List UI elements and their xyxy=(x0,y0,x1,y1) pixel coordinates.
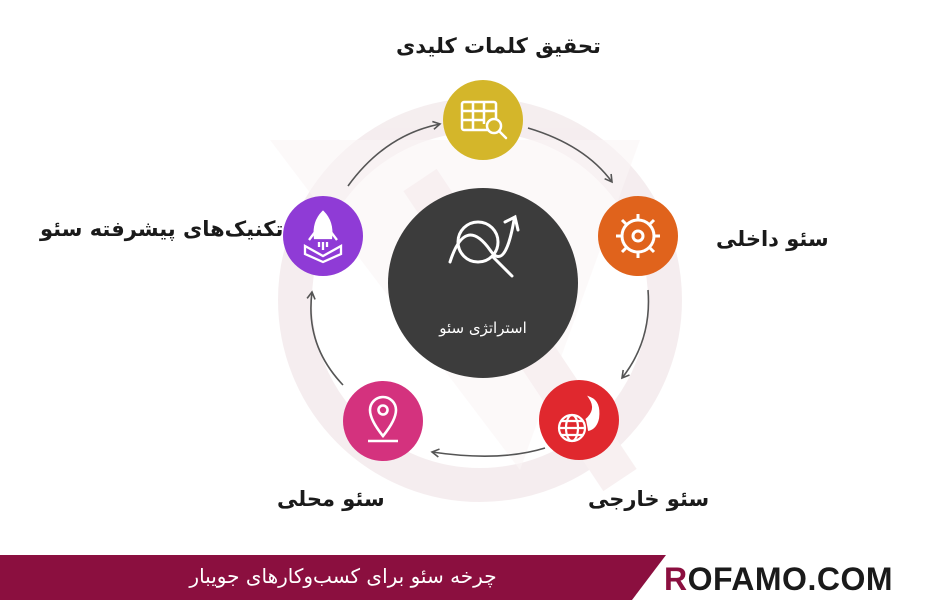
map-pin-icon xyxy=(368,395,398,443)
node-advanced-seo[interactable] xyxy=(283,196,363,276)
seo-cycle-diagram: استراتژی سئو xyxy=(40,34,829,511)
arrow-onpage-to-offpage xyxy=(621,289,650,380)
rocket-icon xyxy=(303,210,343,264)
footer-banner: چرخه سئو برای کسب‌وکارهای جویبار ROFAMO.… xyxy=(0,555,938,600)
cycle-arrows xyxy=(306,120,650,458)
arrow-local-to-advanced xyxy=(306,290,344,386)
node-offpage-seo[interactable] xyxy=(539,380,619,460)
brand-logo-r: R xyxy=(664,561,688,597)
table-search-icon xyxy=(460,100,508,140)
arrow-offpage-to-local xyxy=(430,447,546,458)
diagram-canvas: استراتژی سئو xyxy=(278,80,682,502)
node-label-offpage-seo: سئو خارجی xyxy=(588,487,710,511)
brand-logo[interactable]: ROFAMO.COM xyxy=(664,561,893,598)
center-node[interactable]: استراتژی سئو xyxy=(388,188,578,378)
brand-logo-text: OFAMO.COM xyxy=(687,561,893,597)
footer-brand-area xyxy=(632,555,938,600)
chart-search-icon xyxy=(448,214,520,278)
node-label-keyword-research: تحقیق کلمات کلیدی xyxy=(396,34,601,58)
node-onpage-seo[interactable] xyxy=(598,196,678,276)
arrow-keyword-to-onpage xyxy=(527,127,613,184)
node-label-onpage-seo: سئو داخلی xyxy=(716,227,829,251)
arrow-advanced-to-keyword xyxy=(347,120,442,187)
center-label: استراتژی سئو xyxy=(438,319,527,337)
footer-title: چرخه سئو برای کسب‌وکارهای جویبار xyxy=(189,564,497,588)
gear-icon xyxy=(616,214,660,258)
globe-fire-icon xyxy=(557,395,600,443)
node-keyword-research[interactable] xyxy=(443,80,523,160)
node-local-seo[interactable] xyxy=(343,381,423,461)
node-label-local-seo: سئو محلی xyxy=(277,487,385,511)
node-label-advanced-seo: تکنیک‌های پیشرفته سئو xyxy=(40,217,284,241)
